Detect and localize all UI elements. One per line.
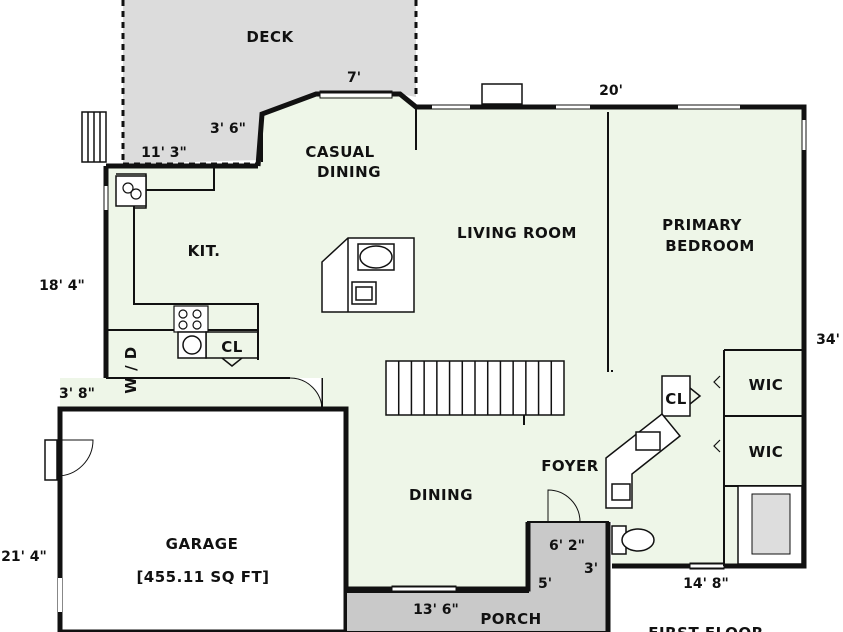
window-frames bbox=[319, 90, 725, 593]
fireplace bbox=[481, 83, 523, 105]
dim-porch-width: 13' 6" bbox=[413, 602, 459, 618]
deck-stairs bbox=[81, 111, 107, 163]
foyer-door-swing bbox=[547, 489, 581, 523]
label-casual-dining-1: CASUAL bbox=[305, 143, 374, 161]
label-dining: DINING bbox=[409, 486, 473, 504]
label-floor-title: FIRST FLOOR bbox=[648, 624, 763, 632]
dim-entry-width: 6' 2" bbox=[549, 538, 585, 554]
dim-deck-width: 7' bbox=[347, 70, 361, 86]
garage-door-swing bbox=[56, 439, 94, 477]
dim-entry-depth: 3' bbox=[584, 561, 598, 577]
label-primary-bedroom-2: BEDROOM bbox=[665, 237, 755, 255]
label-garage-area: [455.11 SQ FT] bbox=[136, 568, 269, 586]
label-kitchen: KIT. bbox=[188, 242, 221, 260]
label-washer-dryer: W / D bbox=[122, 346, 140, 393]
dim-porch-depth: 5' bbox=[538, 576, 552, 592]
dim-top-right-width: 20' bbox=[599, 83, 623, 99]
label-casual-dining-2: DINING bbox=[317, 163, 381, 181]
label-porch: PORCH bbox=[480, 610, 541, 628]
label-foyer: FOYER bbox=[541, 457, 599, 475]
kitchen-island bbox=[321, 237, 415, 313]
garage-side-door bbox=[44, 439, 58, 481]
kitchen-sink bbox=[122, 182, 142, 200]
dim-left-depth: 18' 4" bbox=[39, 278, 85, 294]
shower-tile-pattern bbox=[751, 493, 791, 555]
foyer-closet bbox=[661, 375, 702, 417]
deck-area bbox=[123, 0, 416, 164]
label-primary-bedroom-1: PRIMARY bbox=[662, 216, 742, 234]
garage-area bbox=[57, 406, 349, 632]
dim-mudroom-offset: 3' 8" bbox=[59, 386, 95, 402]
label-closet-foyer: CL bbox=[665, 390, 687, 408]
windows bbox=[104, 93, 806, 591]
dim-right-depth: 34' bbox=[816, 332, 840, 348]
mudroom-door-swing bbox=[289, 377, 323, 411]
powder-room-toilet bbox=[611, 525, 655, 555]
label-wic-2: WIC bbox=[749, 443, 784, 461]
wic-door-markers bbox=[713, 375, 721, 453]
label-garage: GARAGE bbox=[166, 535, 239, 553]
label-wic-1: WIC bbox=[749, 376, 784, 394]
main-stairs bbox=[385, 360, 565, 416]
dim-bath-width: 14' 8" bbox=[683, 576, 729, 592]
label-deck: DECK bbox=[246, 28, 294, 46]
cooktop bbox=[173, 305, 209, 333]
label-living-room: LIVING ROOM bbox=[457, 224, 577, 242]
powder-room-vanity bbox=[605, 412, 682, 509]
dim-garage-depth: 21' 4" bbox=[1, 549, 47, 565]
dim-deck-depth: 11' 3" bbox=[141, 145, 187, 161]
closet-kitchen bbox=[177, 331, 259, 367]
label-closet-kitchen: CL bbox=[221, 338, 243, 356]
dim-bay-side: 3' 6" bbox=[210, 121, 246, 137]
